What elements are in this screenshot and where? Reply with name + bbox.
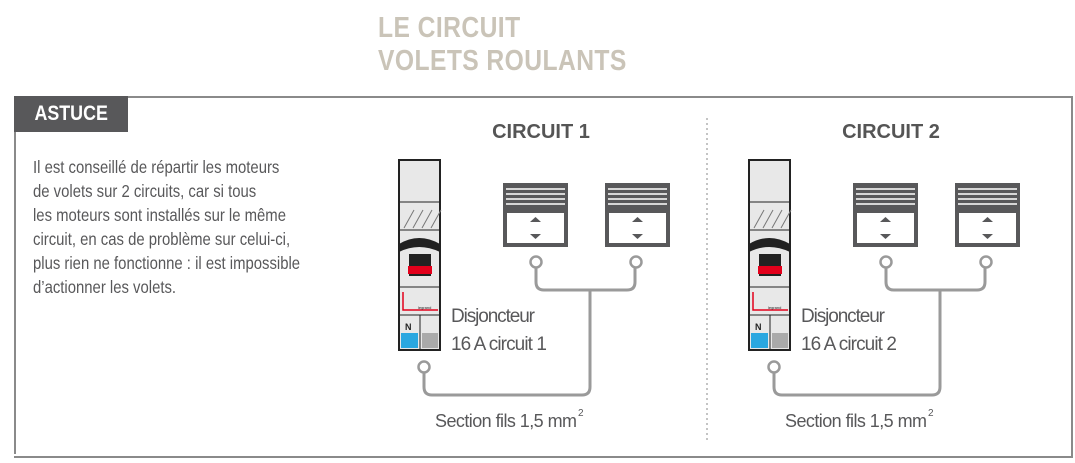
wire-terminal-icon [879,255,893,269]
astuce-label: ASTUCE [34,102,108,125]
shutter-switch-icon [503,183,568,247]
breaker-label: Disjoncteur [451,306,536,327]
title-line-2: VOLETS ROULANTS [378,45,627,77]
shutter-switch-icon [955,183,1020,247]
wire-section-superscript: 2 [578,408,584,419]
wire-terminal-icon [529,255,543,269]
wire-terminal-icon [767,360,781,374]
arrow-up-icon [632,217,643,222]
hatch [762,209,774,229]
toggle-red [758,266,782,274]
wire-section-label: Section fils 1,5 mm [785,411,927,431]
wire-section-label: Section fils 1,5 mm [435,411,577,431]
hatch [780,209,792,229]
hatch [430,209,442,229]
hatch [403,209,415,229]
arrow-down-icon [530,234,541,239]
breaker-label: Disjoncteur [801,306,886,327]
hatch [753,209,765,229]
toggle [749,238,790,252]
breaker-rating: 16 A circuit 2 [801,334,897,355]
wire-section-superscript: 2 [928,408,934,419]
arrow-up-icon [880,217,891,222]
hatch [771,209,783,229]
title-line-1: LE CIRCUIT [378,12,521,44]
toggle [399,238,440,252]
phase-terminal [422,333,438,348]
shutter-switch-icon [853,183,918,247]
wire-terminal-icon [629,255,643,269]
neutral-label: N [755,322,762,332]
brand-logo: legrand [768,305,781,310]
wire-terminal-icon [979,255,993,269]
content-frame [14,96,1073,458]
astuce-badge: ASTUCE [14,96,128,132]
wire [772,268,987,397]
arrow-down-icon [632,234,643,239]
neutral-terminal [751,333,768,348]
arrow-down-icon [982,234,993,239]
page-title: LE CIRCUIT VOLETS ROULANTS [378,12,627,78]
circuit-title: CIRCUIT 2 [842,121,940,143]
wire-terminal-icon [417,360,431,374]
red-line [752,292,788,311]
shutter-switch-icon [605,183,670,247]
red-line [402,292,438,311]
hatch [412,209,424,229]
neutral-terminal [401,333,418,348]
arrow-up-icon [982,217,993,222]
phase-terminal [772,333,788,348]
arrow-up-icon [530,217,541,222]
breaker-rating: 16 A circuit 1 [451,334,547,355]
hatch [421,209,433,229]
circuit-title: CIRCUIT 1 [492,121,590,143]
toggle-red [408,266,432,274]
tip-text: Il est conseillé de répartir les moteurs… [33,157,301,297]
wire [422,268,637,397]
arrow-down-icon [880,234,891,239]
neutral-label: N [405,322,412,332]
brand-logo: legrand [418,305,431,310]
frame-left-border [14,132,16,454]
